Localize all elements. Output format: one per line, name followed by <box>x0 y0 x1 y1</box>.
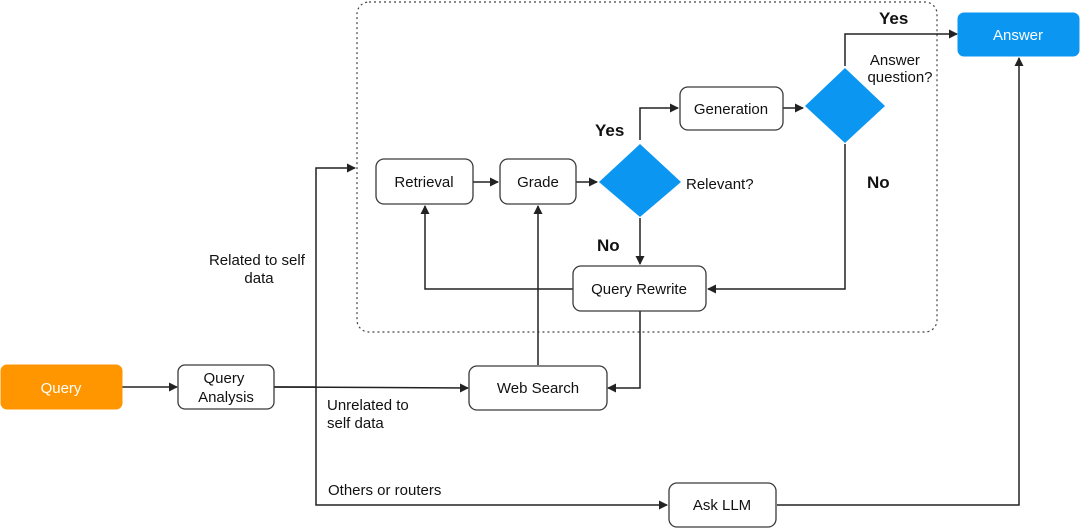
answer-question-decision: Answer question? <box>805 52 933 143</box>
answer-yes-label: Yes <box>879 9 908 28</box>
edge-answer-question-no-to-rewrite <box>707 144 846 294</box>
query-analysis-label-line-2: Analysis <box>198 389 254 406</box>
answer-question-diamond <box>805 68 885 143</box>
edge-ask-llm-to-answer <box>777 57 1024 506</box>
relevant-yes-label: Yes <box>595 121 624 140</box>
edge-analysis-to-container <box>274 163 356 388</box>
edge-answer-question-yes-to-answer <box>844 29 958 66</box>
web-search-box <box>468 365 608 411</box>
query-label: Query <box>41 380 82 397</box>
query-analysis-node: Query Analysis <box>177 364 275 410</box>
retrieval-node: Retrieval <box>375 158 474 205</box>
related-label-line-2: data <box>244 270 274 287</box>
edge-analysis-to-ask-llm <box>315 387 668 510</box>
query-rewrite-box <box>572 265 707 312</box>
relevant-no-label: No <box>597 236 620 255</box>
related-label: Related to self data <box>209 252 309 287</box>
retrieval-label: Retrieval <box>394 174 453 191</box>
generation-node: Generation <box>679 86 784 131</box>
query-rewrite-label: Query Rewrite <box>591 281 687 298</box>
relevant-decision: Relevant? <box>599 144 754 217</box>
relevant-diamond <box>599 144 681 217</box>
answer-label: Answer <box>993 27 1043 44</box>
query-box <box>0 364 123 410</box>
ask-llm-label: Ask LLM <box>693 497 751 514</box>
others-label: Others or routers <box>328 482 441 499</box>
web-search-label: Web Search <box>497 380 579 397</box>
unrelated-label: Unrelated to self data <box>327 397 413 432</box>
edges <box>122 29 1024 510</box>
generation-box <box>679 86 784 131</box>
unrelated-label-line-2: self data <box>327 415 384 432</box>
answer-node: Answer <box>957 12 1080 57</box>
grade-box <box>499 158 577 205</box>
query-analysis-label: Query Analysis <box>198 370 254 406</box>
grade-label: Grade <box>517 174 559 191</box>
query-analysis-box <box>177 364 275 410</box>
edge-rewrite-to-web-search <box>607 311 641 393</box>
web-search-node: Web Search <box>468 365 608 411</box>
query-analysis-label-line-1: Query <box>203 370 244 387</box>
ask-llm-node: Ask LLM <box>668 482 777 528</box>
query-rewrite-node: Query Rewrite <box>572 265 707 312</box>
generation-label: Generation <box>694 101 768 118</box>
grade-node: Grade <box>499 158 577 205</box>
answer-no-label: No <box>867 173 890 192</box>
answer-question-label-line-2: question? <box>867 69 932 86</box>
answer-box <box>957 12 1080 57</box>
query-node: Query <box>0 364 123 410</box>
retrieval-box <box>375 158 474 205</box>
edge-rewrite-to-retrieval <box>420 205 573 290</box>
ask-llm-box <box>668 482 777 528</box>
relevant-label: Relevant? <box>686 176 754 193</box>
related-label-line-1: Related to self <box>209 252 306 269</box>
edge-relevant-yes-to-generation <box>639 103 679 140</box>
answer-question-label-line-1: Answer <box>870 52 920 69</box>
answer-question-label: Answer question? <box>867 52 932 86</box>
unrelated-label-line-1: Unrelated to <box>327 397 409 414</box>
